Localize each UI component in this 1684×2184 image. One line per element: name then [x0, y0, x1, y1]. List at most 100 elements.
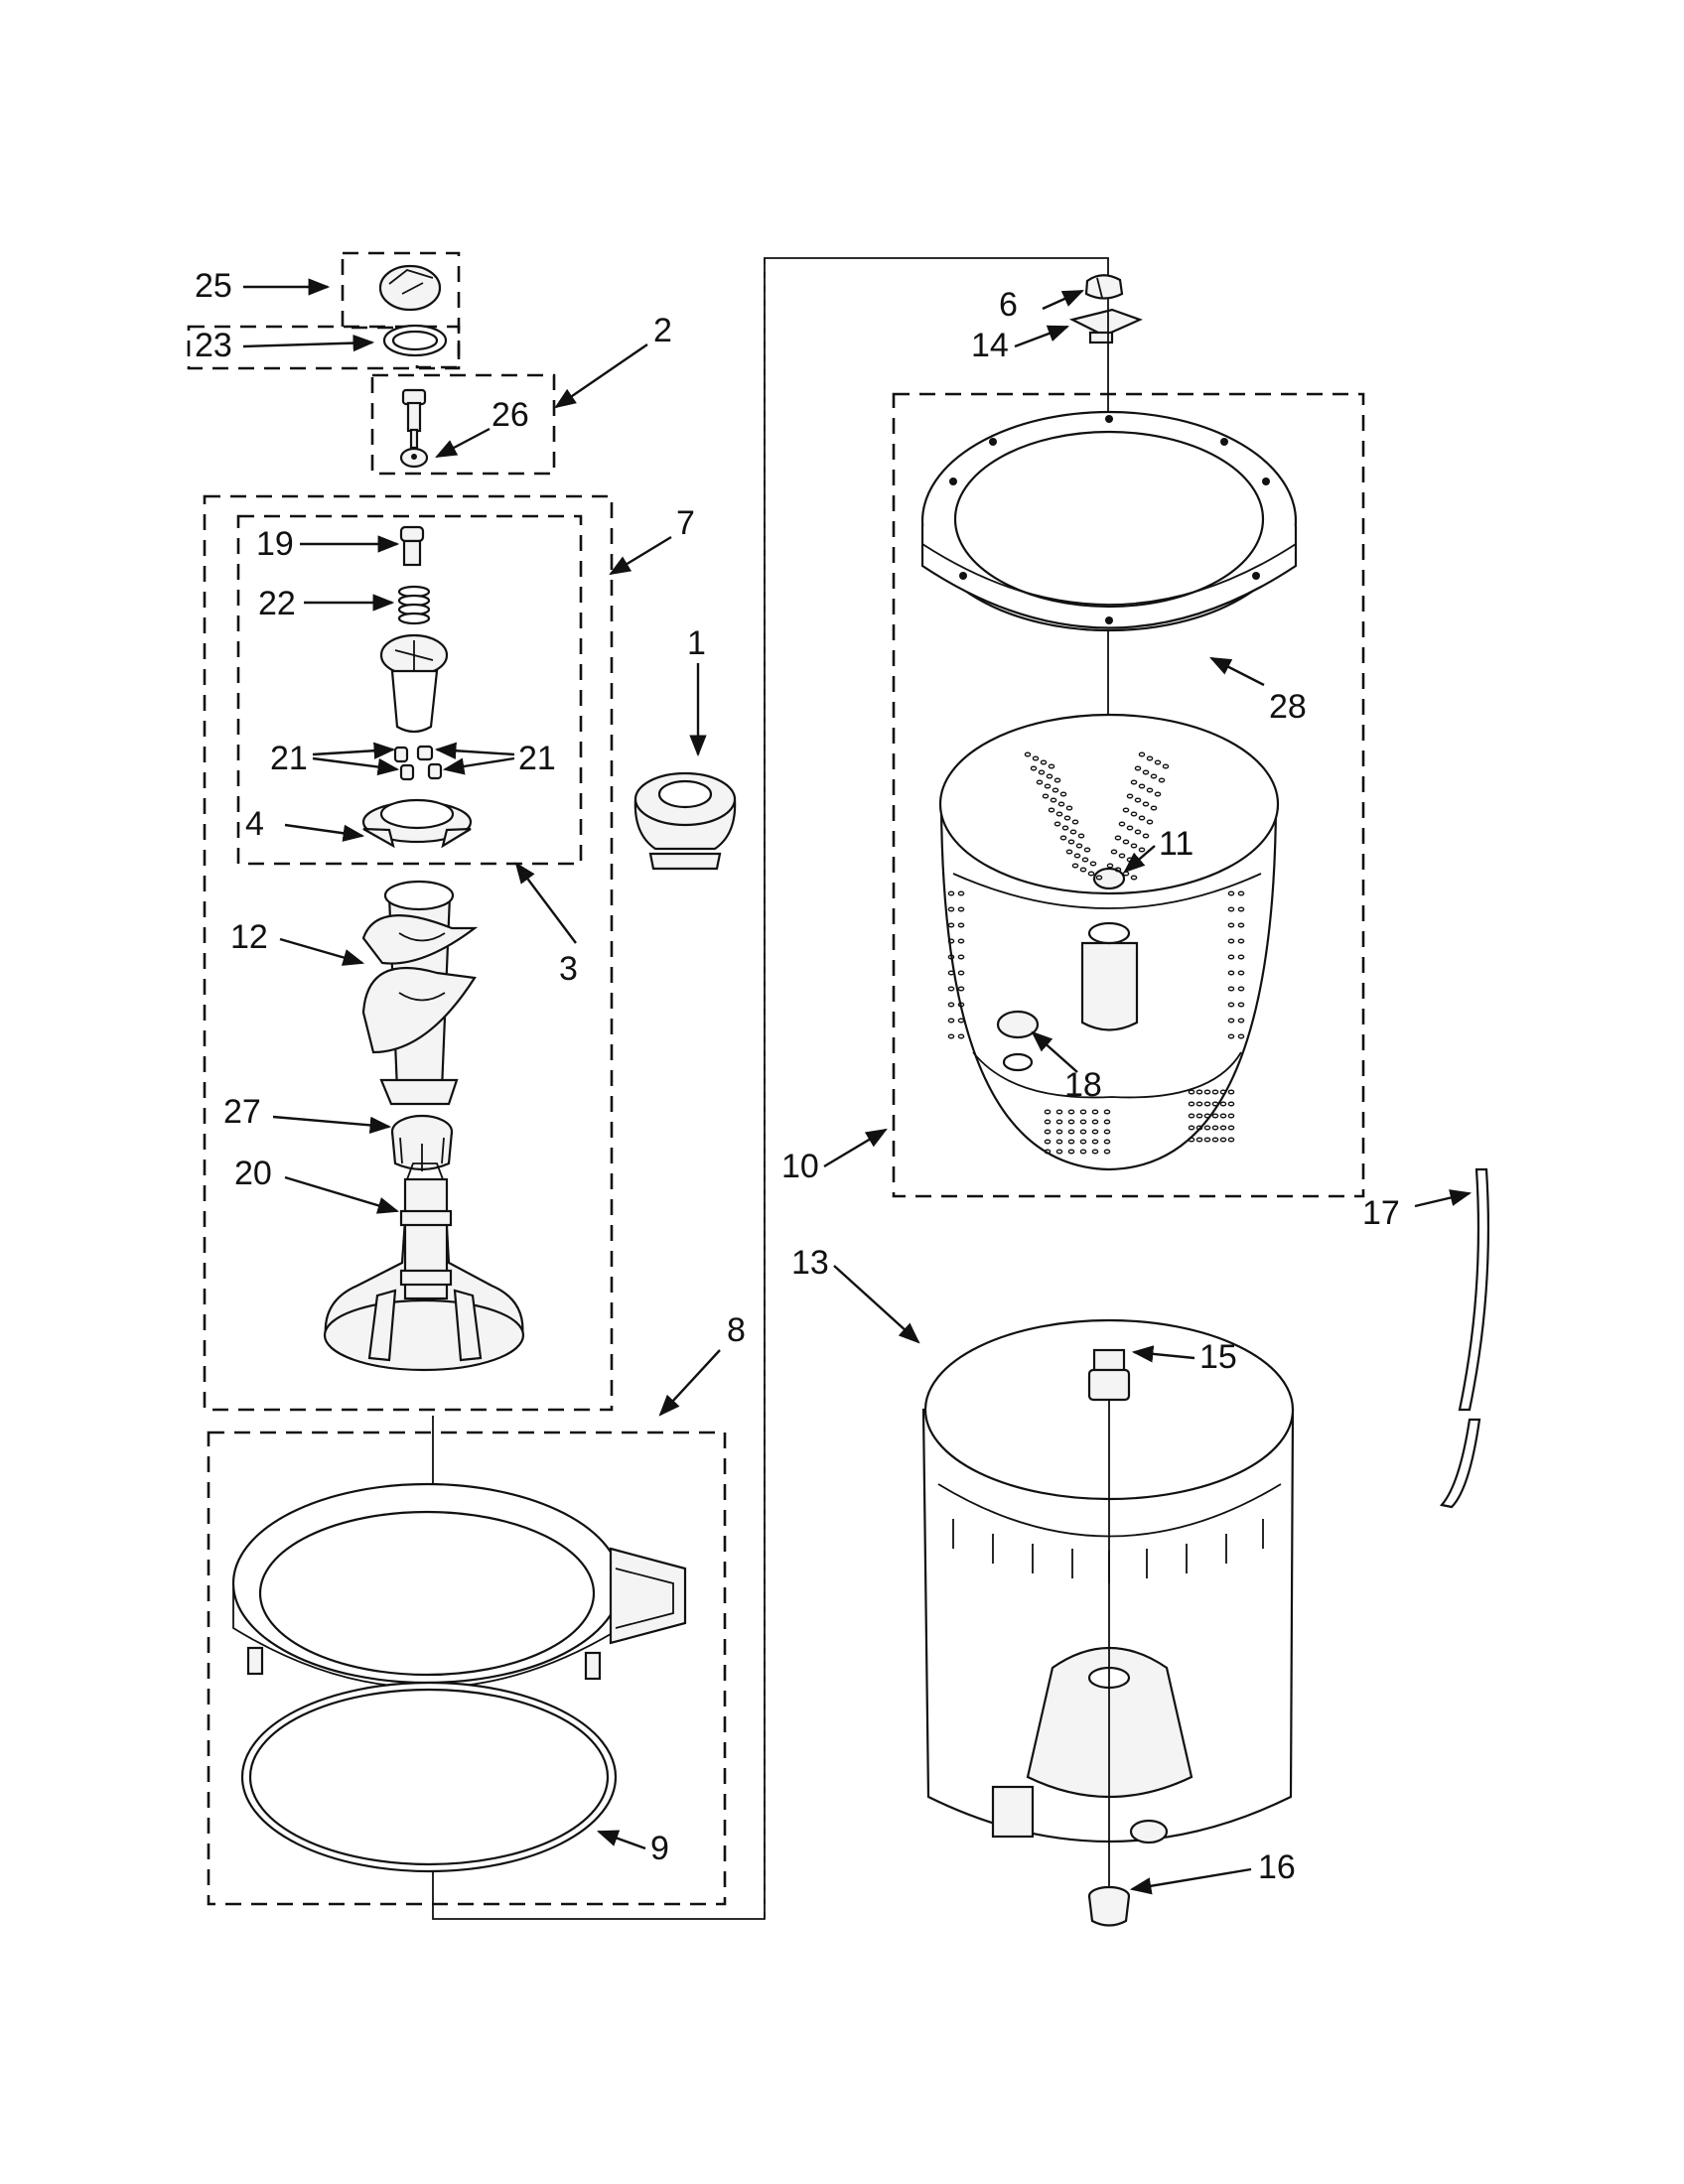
arrow-16: [1129, 1867, 1252, 1895]
basket-hole: [1237, 1002, 1245, 1008]
callout-7: 7: [676, 504, 695, 542]
part-25-cap: [378, 264, 442, 312]
basket-hole: [1067, 839, 1075, 845]
basket-hole: [957, 954, 965, 960]
basket-hole: [1237, 1018, 1245, 1024]
basket-hole: [1106, 863, 1114, 869]
basket-hole: [1067, 1119, 1075, 1125]
basket-hole: [1046, 773, 1053, 779]
part-21-dogs: [393, 745, 443, 781]
part-9-seal: [240, 1681, 618, 1873]
basket-hole: [1114, 835, 1122, 841]
basket-hole: [1237, 1033, 1245, 1039]
basket-hole: [1138, 815, 1146, 821]
basket-hole: [1195, 1137, 1203, 1143]
basket-hole: [1211, 1137, 1219, 1143]
basket-hole: [1079, 1149, 1087, 1155]
basket-hole: [1227, 1113, 1235, 1119]
callout-27: 27: [223, 1093, 261, 1131]
basket-hole: [1237, 938, 1245, 944]
basket-hole: [1150, 805, 1158, 811]
basket-hole: [1130, 843, 1138, 849]
callout-4: 4: [245, 805, 264, 843]
basket-hole: [1126, 825, 1134, 831]
basket-hole: [1067, 1139, 1075, 1145]
arrow-27: [272, 1115, 392, 1134]
basket-hole: [1044, 1119, 1052, 1125]
basket-hole: [1122, 807, 1130, 813]
basket-hole: [1040, 759, 1048, 765]
basket-hole: [1055, 1109, 1063, 1115]
callout-28: 28: [1269, 688, 1307, 726]
basket-hole: [1055, 1139, 1063, 1145]
basket-hole: [1079, 1109, 1087, 1115]
basket-hole: [1203, 1125, 1211, 1131]
basket-hole: [1203, 1137, 1211, 1143]
callout-1: 1: [687, 624, 706, 662]
arrow-10: [823, 1128, 888, 1168]
callout-21-right: 21: [518, 740, 556, 777]
basket-hole: [1083, 847, 1091, 853]
basket-hole: [1065, 849, 1073, 855]
arrow-18: [1031, 1030, 1078, 1073]
box-3: [236, 514, 583, 866]
basket-hole: [1138, 847, 1146, 853]
arrow-21d: [442, 756, 515, 775]
callout-20: 20: [234, 1155, 272, 1192]
basket-hole: [1227, 938, 1235, 944]
arrow-21c: [434, 742, 515, 759]
basket-hole: [1237, 922, 1245, 928]
basket-hole: [1055, 811, 1063, 817]
basket-hole: [1211, 1089, 1219, 1095]
basket-hole: [947, 938, 955, 944]
basket-hole: [947, 954, 955, 960]
basket-hole: [1134, 797, 1142, 803]
basket-hole: [1077, 833, 1085, 839]
basket-hole: [1048, 807, 1055, 813]
basket-hole: [1154, 759, 1162, 765]
arrow-2: [554, 343, 648, 409]
basket-hole: [1079, 867, 1087, 873]
basket-hole: [1219, 1125, 1227, 1131]
part-22-spring: [397, 585, 431, 625]
basket-hole: [1044, 1109, 1052, 1115]
basket-hole: [1103, 1119, 1111, 1125]
basket-hole: [1061, 825, 1069, 831]
basket-hole: [1024, 751, 1032, 757]
basket-hole: [1087, 871, 1095, 877]
basket-hole: [947, 986, 955, 992]
basket-hole: [1154, 791, 1162, 797]
part-19-pin: [399, 525, 425, 567]
callout-16: 16: [1258, 1848, 1296, 1886]
basket-hole: [1067, 1149, 1075, 1155]
box-23: [187, 325, 461, 370]
basket-hole: [1032, 755, 1040, 761]
basket-hole: [1044, 783, 1052, 789]
arrow-17: [1414, 1189, 1473, 1208]
basket-hole: [947, 890, 955, 896]
callout-17: 17: [1362, 1194, 1400, 1232]
basket-hole: [1211, 1125, 1219, 1131]
basket-hole: [1091, 1139, 1099, 1145]
basket-hole: [1227, 922, 1235, 928]
basket-hole: [1219, 1137, 1227, 1143]
callout-25: 25: [195, 267, 232, 305]
basket-hole: [1091, 1129, 1099, 1135]
basket-hole: [1091, 1119, 1099, 1125]
basket-hole: [1044, 1129, 1052, 1135]
part-10-holes: [947, 751, 1245, 1155]
part-cam-cup: [379, 633, 449, 734]
arrow-15: [1131, 1345, 1195, 1363]
arrow-26: [435, 427, 491, 459]
arrow-3: [514, 862, 577, 944]
box-2: [370, 373, 556, 476]
basket-hole: [1069, 829, 1077, 835]
callout-labels: 25 23 2 26 7 19 22 21 21 4 3 1 12 27 20 …: [195, 267, 1400, 1886]
callout-22: 22: [258, 585, 296, 622]
basket-hole: [1130, 779, 1138, 785]
callout-9: 9: [650, 1830, 669, 1867]
basket-hole: [947, 1002, 955, 1008]
part-17-hose: [1439, 1167, 1490, 1509]
